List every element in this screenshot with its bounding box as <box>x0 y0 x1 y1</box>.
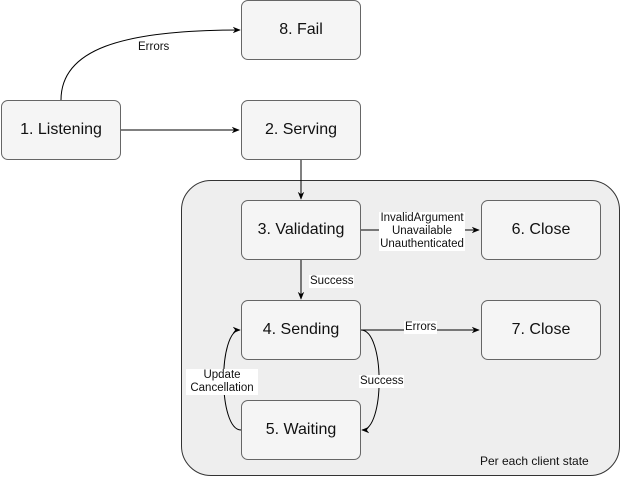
label-validating-success: Success <box>309 275 355 288</box>
label-sending-errors: Errors <box>404 321 438 334</box>
state-validating: 3. Validating <box>241 200 361 260</box>
label-unauthenticated: Unauthenticated <box>380 238 464 250</box>
state-serving: 2. Serving <box>241 100 361 160</box>
state-waiting: 5. Waiting <box>241 400 361 460</box>
label-validating-errors: InvalidArgument Unavailable Unauthentica… <box>379 212 465 251</box>
edge-listening-fail <box>60 26 241 101</box>
label-unavailable: Unavailable <box>391 225 453 237</box>
label-sending-success: Success <box>359 375 405 388</box>
state-fail: 8. Fail <box>241 0 361 60</box>
label-update: Update <box>203 369 241 381</box>
group-caption: Per each client state <box>480 454 589 468</box>
state-close-6: 6. Close <box>481 200 601 260</box>
state-close-7: 7. Close <box>481 300 601 360</box>
state-sending: 4. Sending <box>241 300 361 360</box>
state-listening: 1. Listening <box>1 100 121 160</box>
label-cancellation: Cancellation <box>190 382 254 394</box>
label-update-cancellation: Update Cancellation <box>186 369 258 395</box>
label-errors-fail: Errors <box>137 41 171 54</box>
label-invalid-argument: InvalidArgument <box>380 212 464 224</box>
